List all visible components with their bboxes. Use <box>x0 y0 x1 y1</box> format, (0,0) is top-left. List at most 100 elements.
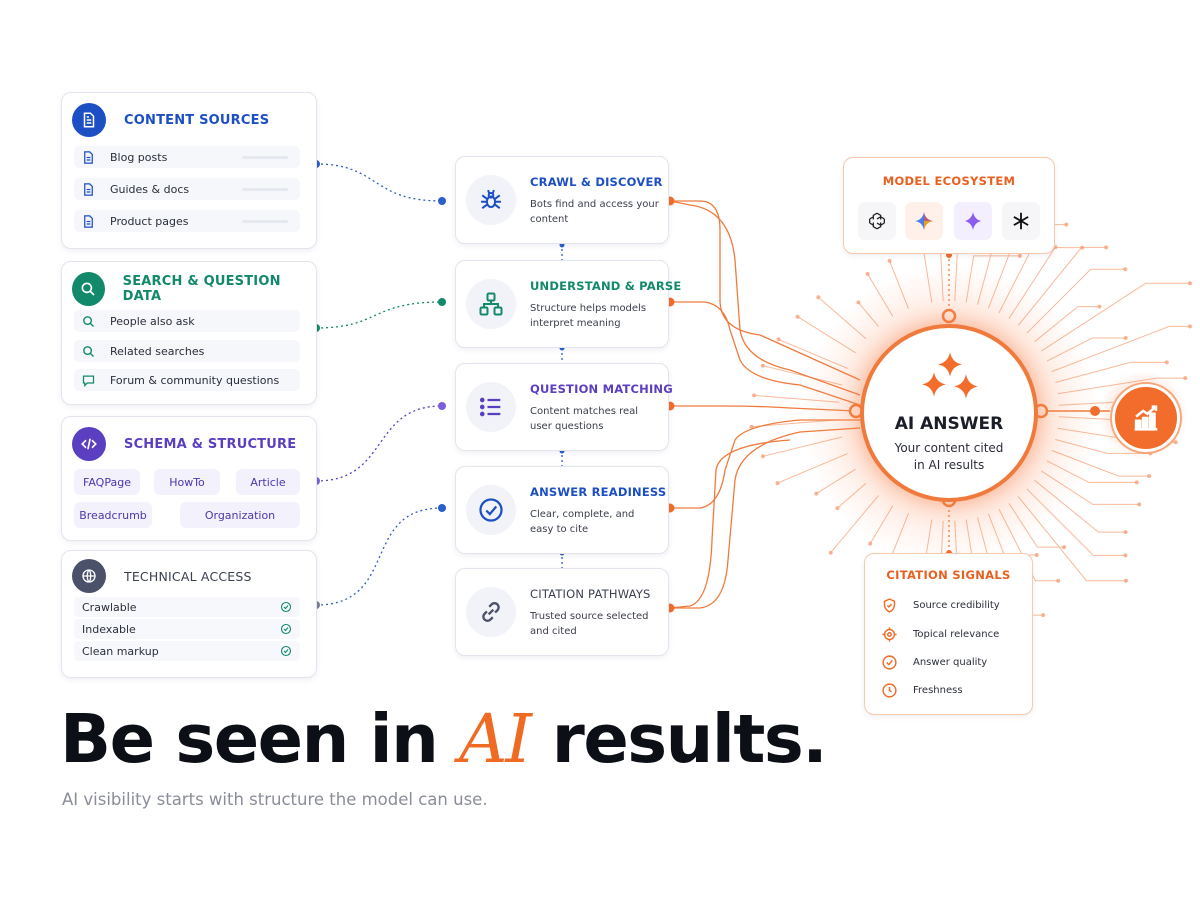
step-description: Trusted source selected and cited <box>530 611 649 637</box>
circuit-node <box>1123 336 1128 340</box>
model-ecosystem-title: MODEL ECOSYSTEM <box>882 174 1016 188</box>
signal-item: Freshness <box>881 682 963 699</box>
circuit-node <box>1062 545 1067 550</box>
search-icon <box>72 272 105 306</box>
step-description: Content matches real user questions <box>530 406 639 432</box>
step-question-matching: QUESTION MATCHING Content matches real u… <box>455 363 673 451</box>
shield-check-icon <box>883 598 896 613</box>
check-icon <box>280 601 292 613</box>
circuit-node <box>1123 530 1128 535</box>
circuit-node <box>1188 281 1192 286</box>
list-item: Indexable <box>74 619 300 639</box>
list-item[interactable]: Product pages <box>74 210 300 232</box>
list-item-label: Clean markup <box>82 644 159 658</box>
circuit-node <box>760 363 765 368</box>
clock-icon <box>882 683 897 698</box>
check-icon <box>280 623 292 635</box>
schema-chip[interactable]: Breadcrumb <box>74 502 152 528</box>
hub-title: AI ANSWER <box>894 414 1004 434</box>
technical-access-card: TECHNICAL ACCESS Crawlable Indexable Cle… <box>61 550 317 678</box>
circuit-node <box>814 491 819 496</box>
step-understand-parse: UNDERSTAND & PARSE Structure helps model… <box>455 260 681 348</box>
hub-subtitle-line: in AI results <box>913 458 985 472</box>
circuit-node <box>1097 304 1102 309</box>
schema-chip[interactable]: FAQPage <box>74 469 140 495</box>
search-question-data-card: SEARCH & QUESTION DATA People also ask R… <box>61 261 317 405</box>
technical-title: TECHNICAL ACCESS <box>124 568 252 584</box>
code-icon <box>72 427 106 461</box>
circuit-node <box>749 424 754 429</box>
circuit-node <box>1123 553 1128 558</box>
schema-chip[interactable]: HowTo <box>154 469 220 495</box>
circuit-node <box>1017 253 1022 258</box>
step-title: UNDERSTAND & PARSE <box>530 279 682 293</box>
document-icon <box>80 181 96 197</box>
circuit-node <box>1124 578 1128 583</box>
circuit-node <box>1041 613 1046 618</box>
list-item-label: People also ask <box>110 314 195 328</box>
list-item[interactable]: Forum & community questions <box>74 369 300 391</box>
signal-item: Answer quality <box>881 654 987 671</box>
schema-title: SCHEMA & STRUCTURE <box>124 436 297 452</box>
headline-highlight: AI <box>459 700 532 778</box>
model-ecosystem-card: MODEL ECOSYSTEM <box>843 157 1055 254</box>
list-item[interactable]: Blog posts <box>74 146 300 168</box>
list-item-label: Forum & community questions <box>110 373 280 387</box>
circuit-node <box>1034 553 1039 557</box>
gemini-icon[interactable] <box>905 202 943 240</box>
circuit-node <box>1147 474 1152 479</box>
signal-item: Topical relevance <box>881 626 999 643</box>
step-description: Structure helps models interpret meaning <box>530 303 647 329</box>
content-sources-title: CONTENT SOURCES <box>124 112 270 128</box>
signal-item: Source credibility <box>881 597 1000 614</box>
citation-signals-card: CITATION SIGNALS Source credibility Topi… <box>864 553 1033 715</box>
target-icon <box>882 627 897 642</box>
hub-subtitle-line: Your content cited <box>894 441 1004 455</box>
circuit-node <box>887 258 892 263</box>
circuit-node <box>816 295 821 300</box>
sparkle-icon[interactable] <box>954 202 992 240</box>
headline-after: results. <box>529 700 828 778</box>
list-item-label: Blog posts <box>110 150 168 164</box>
sparkles-icon <box>922 352 978 399</box>
link-icon <box>466 587 516 637</box>
list-item: Crawlable <box>74 597 300 617</box>
search-data-title: SEARCH & QUESTION DATA <box>122 274 281 304</box>
list-item[interactable]: Related searches <box>74 340 300 362</box>
check-icon <box>280 645 292 657</box>
asterisk-icon[interactable] <box>1002 202 1040 240</box>
step-citation-pathways: CITATION PATHWAYS Trusted source selecte… <box>455 568 669 656</box>
content-sources-card: CONTENT SOURCES Blog posts Guides & docs… <box>61 92 317 249</box>
document-icon <box>80 149 96 165</box>
circuit-node <box>828 550 833 555</box>
circuit-node <box>1134 480 1139 485</box>
list-item[interactable]: People also ask <box>74 310 300 332</box>
signal-label: Answer quality <box>913 657 988 668</box>
step-answer-readiness: ANSWER READINESS Clear, complete, and ea… <box>455 466 669 554</box>
list-item-label: Product pages <box>110 214 189 228</box>
list-item[interactable]: Guides & docs <box>74 178 300 200</box>
schema-chip[interactable]: Article <box>236 469 300 495</box>
document-icon <box>80 213 96 229</box>
step-description: Bots find and access your content <box>530 199 659 225</box>
list-item-label: Crawlable <box>82 600 137 614</box>
schema-chip[interactable]: Organization <box>180 502 300 528</box>
circuit-node <box>868 541 873 546</box>
subheadline: AI visibility starts with structure the … <box>62 790 488 809</box>
circuit-node <box>1080 245 1085 250</box>
openai-icon[interactable] <box>858 202 896 240</box>
circuit-node <box>795 314 800 319</box>
circuit-node <box>1137 502 1142 507</box>
step-description: Clear, complete, and easy to cite <box>530 509 635 535</box>
list-item-label: Guides & docs <box>110 182 190 196</box>
citation-signals-title: CITATION SIGNALS <box>886 568 1011 582</box>
step-crawl-discover: CRAWL & DISCOVER Bots find and access yo… <box>455 156 669 244</box>
hub-subtitle: Your content cited in AI results <box>864 440 1034 474</box>
circuit-node <box>1164 360 1169 365</box>
circuit-node <box>1056 578 1061 583</box>
step-title: CRAWL & DISCOVER <box>530 175 663 189</box>
circuit-trace <box>1051 325 1190 373</box>
circuit-node <box>1183 376 1188 381</box>
list-item: Clean markup <box>74 641 300 661</box>
list-icon <box>466 382 516 432</box>
